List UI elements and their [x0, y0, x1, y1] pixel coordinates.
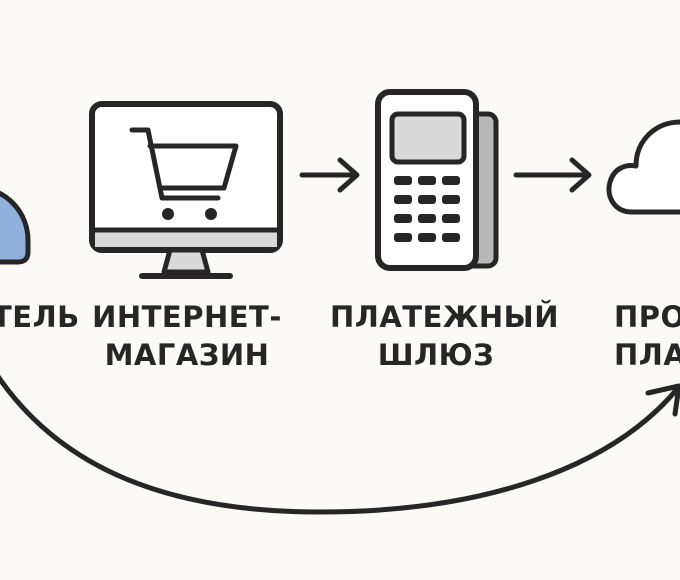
node-label-payment-gateway-line-2: ШЛЮЗ: [377, 338, 495, 372]
payment-terminal-icon: [375, 89, 499, 271]
shopping-cart-icon: [129, 127, 239, 201]
node-label-payment-processor-line-2: ПЛА: [614, 338, 680, 372]
node-label-payment-processor-line-1: ПРО: [614, 300, 680, 334]
node-label-payment-gateway: ПЛАТЕЖНЫЙ ШЛЮЗ: [330, 298, 559, 374]
node-label-online-store-line-1: ИНТЕРНЕТ-: [92, 300, 282, 334]
monitor-cart-icon: [89, 101, 283, 279]
user-icon: [0, 190, 31, 265]
node-label-customer-line-1: ТЕЛЬ: [0, 300, 80, 334]
node-label-customer: ТЕЛЬ: [0, 298, 80, 336]
cloud-icon: [606, 119, 680, 215]
node-label-online-store: ИНТЕРНЕТ- МАГАЗИН: [86, 298, 288, 374]
node-label-online-store-line-2: МАГАЗИН: [104, 338, 270, 372]
curved-arrow-customer-to-processor: [0, 374, 680, 515]
arrow-store-to-gateway: [299, 157, 360, 193]
node-label-payment-gateway-line-1: ПЛАТЕЖНЫЙ: [330, 300, 559, 334]
arrow-gateway-to-processor: [513, 157, 592, 193]
node-label-payment-processor: ПРО ПЛА: [614, 298, 680, 374]
